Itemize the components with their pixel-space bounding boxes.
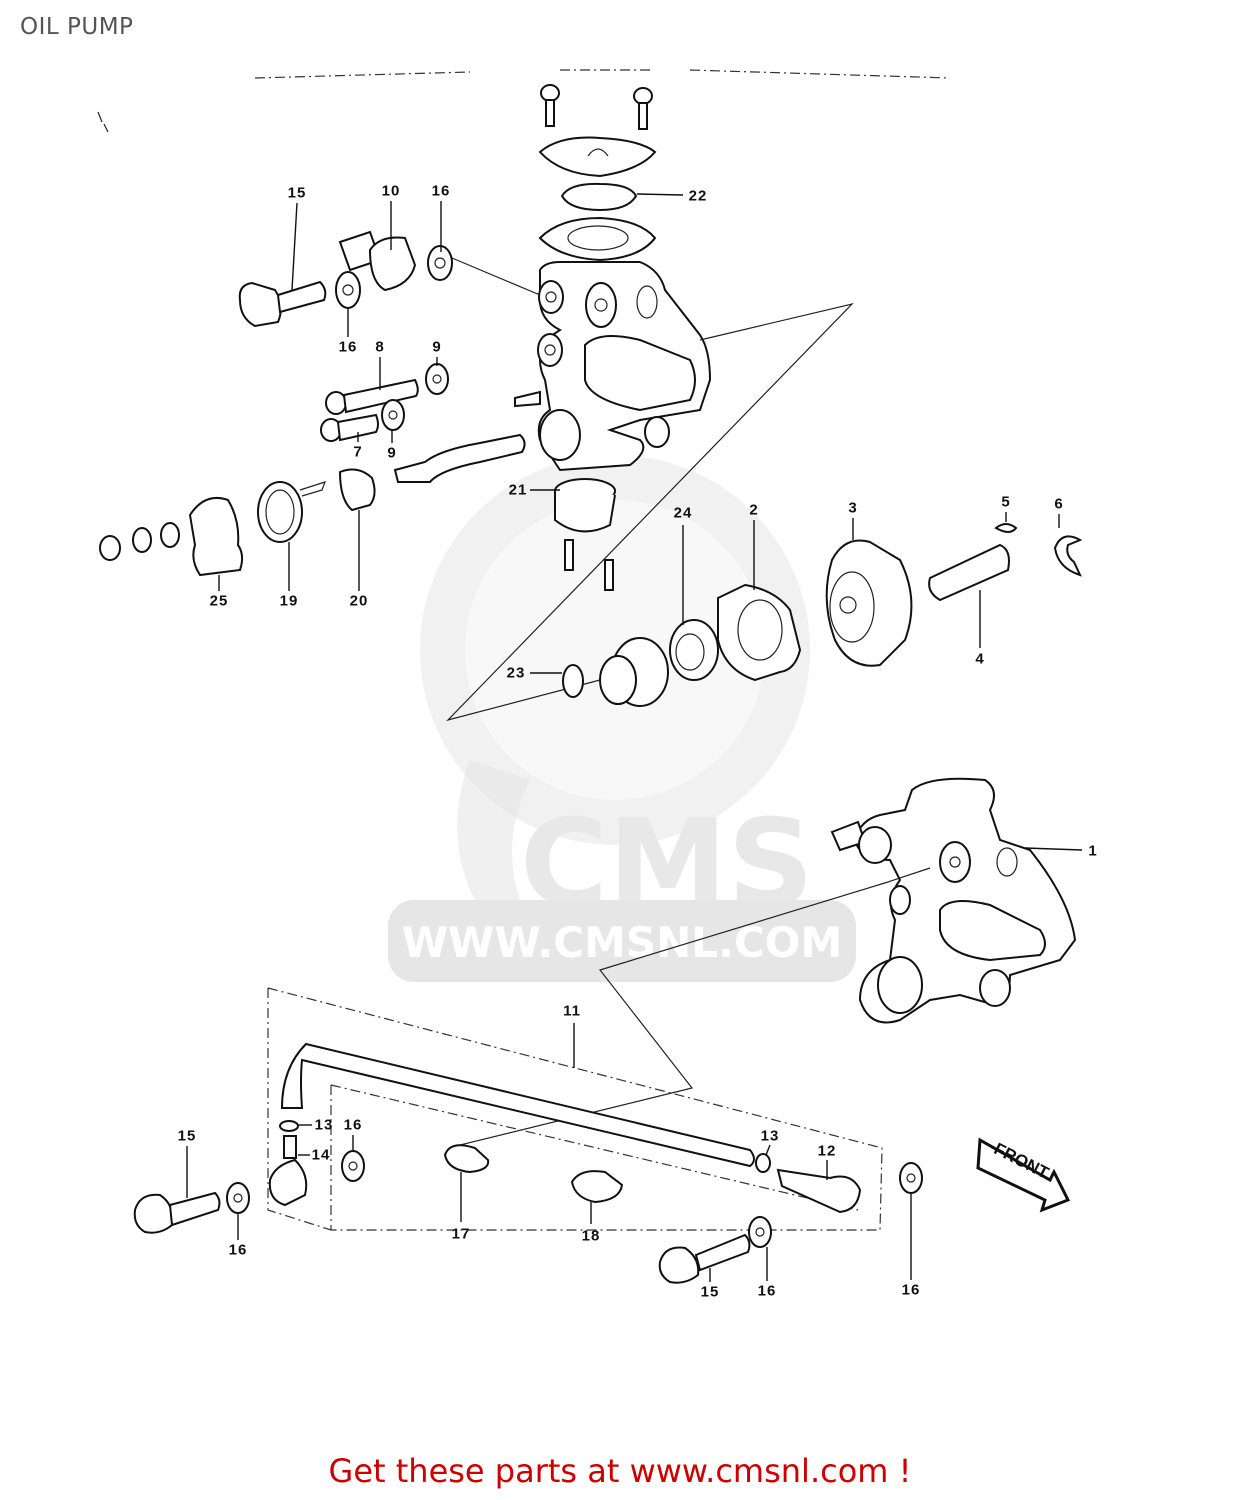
callout-drive-gear[interactable]: 3 bbox=[848, 499, 858, 517]
watermark-url: WWW.CMSNL.COM bbox=[402, 918, 843, 967]
gear-shaft-seal-set bbox=[530, 512, 1083, 707]
callout-screw-long[interactable]: 8 bbox=[375, 338, 385, 356]
callout-washer[interactable]: 9 bbox=[432, 338, 442, 356]
oil-pipe-group bbox=[267, 987, 883, 1231]
lower-bolts bbox=[133, 1146, 923, 1284]
page-title: OIL PUMP bbox=[20, 14, 134, 40]
callout-shaft[interactable]: 4 bbox=[975, 650, 985, 668]
cms-watermark: CMS WWW.CMSNL.COM bbox=[388, 455, 856, 982]
callout-banjo-fitting-pipe[interactable]: 12 bbox=[817, 1142, 837, 1160]
callout-oil-pump-assembly[interactable]: 1 bbox=[1088, 842, 1098, 860]
callout-collar[interactable]: 20 bbox=[349, 592, 369, 610]
callout-circlip[interactable]: 6 bbox=[1054, 495, 1064, 513]
callout-banjo-bolt[interactable]: 15 bbox=[700, 1283, 720, 1301]
callout-gasket-washer[interactable]: 16 bbox=[431, 182, 451, 200]
callout-pulley-lever[interactable]: 25 bbox=[209, 592, 229, 610]
pump-body-exploded bbox=[514, 216, 712, 472]
callout-gasket-washer[interactable]: 16 bbox=[343, 1116, 363, 1134]
callout-clamp[interactable]: 18 bbox=[581, 1227, 601, 1245]
callout-banjo-fitting[interactable]: 10 bbox=[381, 182, 401, 200]
cover-screws bbox=[540, 84, 653, 130]
callout-key[interactable]: 5 bbox=[1001, 493, 1011, 511]
callout-banjo-nipple[interactable]: 14 bbox=[311, 1146, 331, 1164]
cap-and-screws bbox=[530, 478, 616, 591]
callout-gasket-washer[interactable]: 16 bbox=[338, 338, 358, 356]
callout-gasket-washer[interactable]: 16 bbox=[228, 1241, 248, 1259]
callout-gasket-washer[interactable]: 16 bbox=[901, 1281, 921, 1299]
callout-gasket-washer[interactable]: 16 bbox=[757, 1282, 777, 1300]
callout-o-ring[interactable]: 23 bbox=[506, 664, 526, 682]
callout-banjo-bolt[interactable]: 15 bbox=[287, 184, 307, 202]
screws-and-washers bbox=[320, 363, 526, 483]
callout-clip[interactable]: 13 bbox=[760, 1127, 780, 1145]
front-direction-arrow: FRONT bbox=[976, 1137, 1071, 1213]
lever-spring-collar bbox=[99, 468, 376, 577]
callout-screw-short[interactable]: 7 bbox=[353, 443, 363, 461]
callout-banjo-bolt[interactable]: 15 bbox=[177, 1127, 197, 1145]
oil-pump-assembly bbox=[459, 777, 1083, 1146]
callout-washer[interactable]: 9 bbox=[387, 444, 397, 462]
callout-o-ring-cap[interactable]: 21 bbox=[508, 481, 528, 499]
cmsnl-link[interactable]: Get these parts at www.cmsnl.com ! bbox=[328, 1452, 912, 1490]
callout-oil-pipe[interactable]: 11 bbox=[563, 1002, 581, 1020]
footer-link[interactable]: Get these parts at www.cmsnl.com ! bbox=[0, 1452, 1240, 1490]
callout-return-spring[interactable]: 19 bbox=[279, 592, 299, 610]
callout-o-ring[interactable]: 22 bbox=[688, 187, 708, 205]
callout-gasket[interactable]: 2 bbox=[749, 501, 759, 519]
callout-clamp[interactable]: 17 bbox=[451, 1225, 471, 1243]
callout-oil-seal[interactable]: 24 bbox=[673, 504, 693, 522]
callout-clip[interactable]: 13 bbox=[314, 1116, 334, 1134]
banjo-bolt-set-top bbox=[238, 230, 453, 328]
